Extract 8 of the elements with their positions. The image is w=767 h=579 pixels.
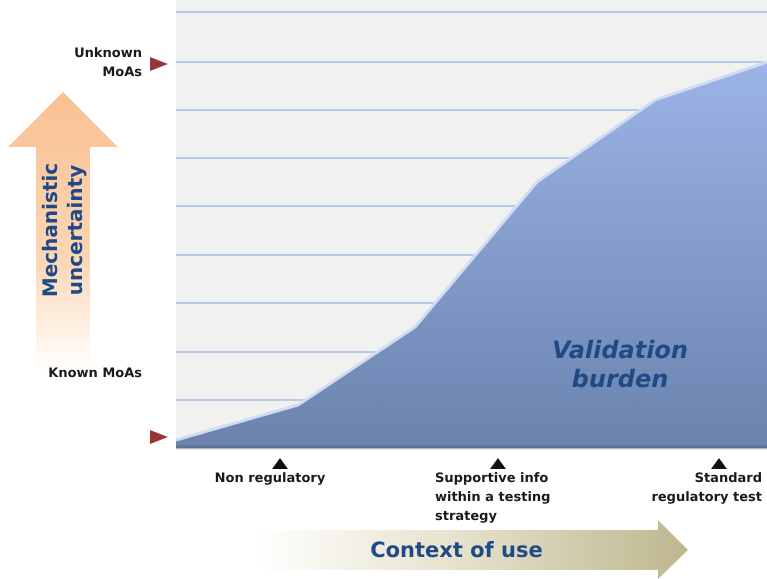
scale-label: Standard regulatory test	[650, 470, 762, 507]
scale-label: Non regulatory	[214, 470, 326, 488]
axis-title: Mechanistic uncertainty	[38, 162, 88, 300]
axis-title: Context of use	[370, 537, 543, 563]
area-label: Validation burden	[550, 336, 689, 394]
scale-label: Unknown MoAs	[73, 45, 142, 82]
scale-label: Known MoAs	[47, 365, 142, 383]
scale-label: Supportive info within a testing strategy	[435, 470, 552, 526]
